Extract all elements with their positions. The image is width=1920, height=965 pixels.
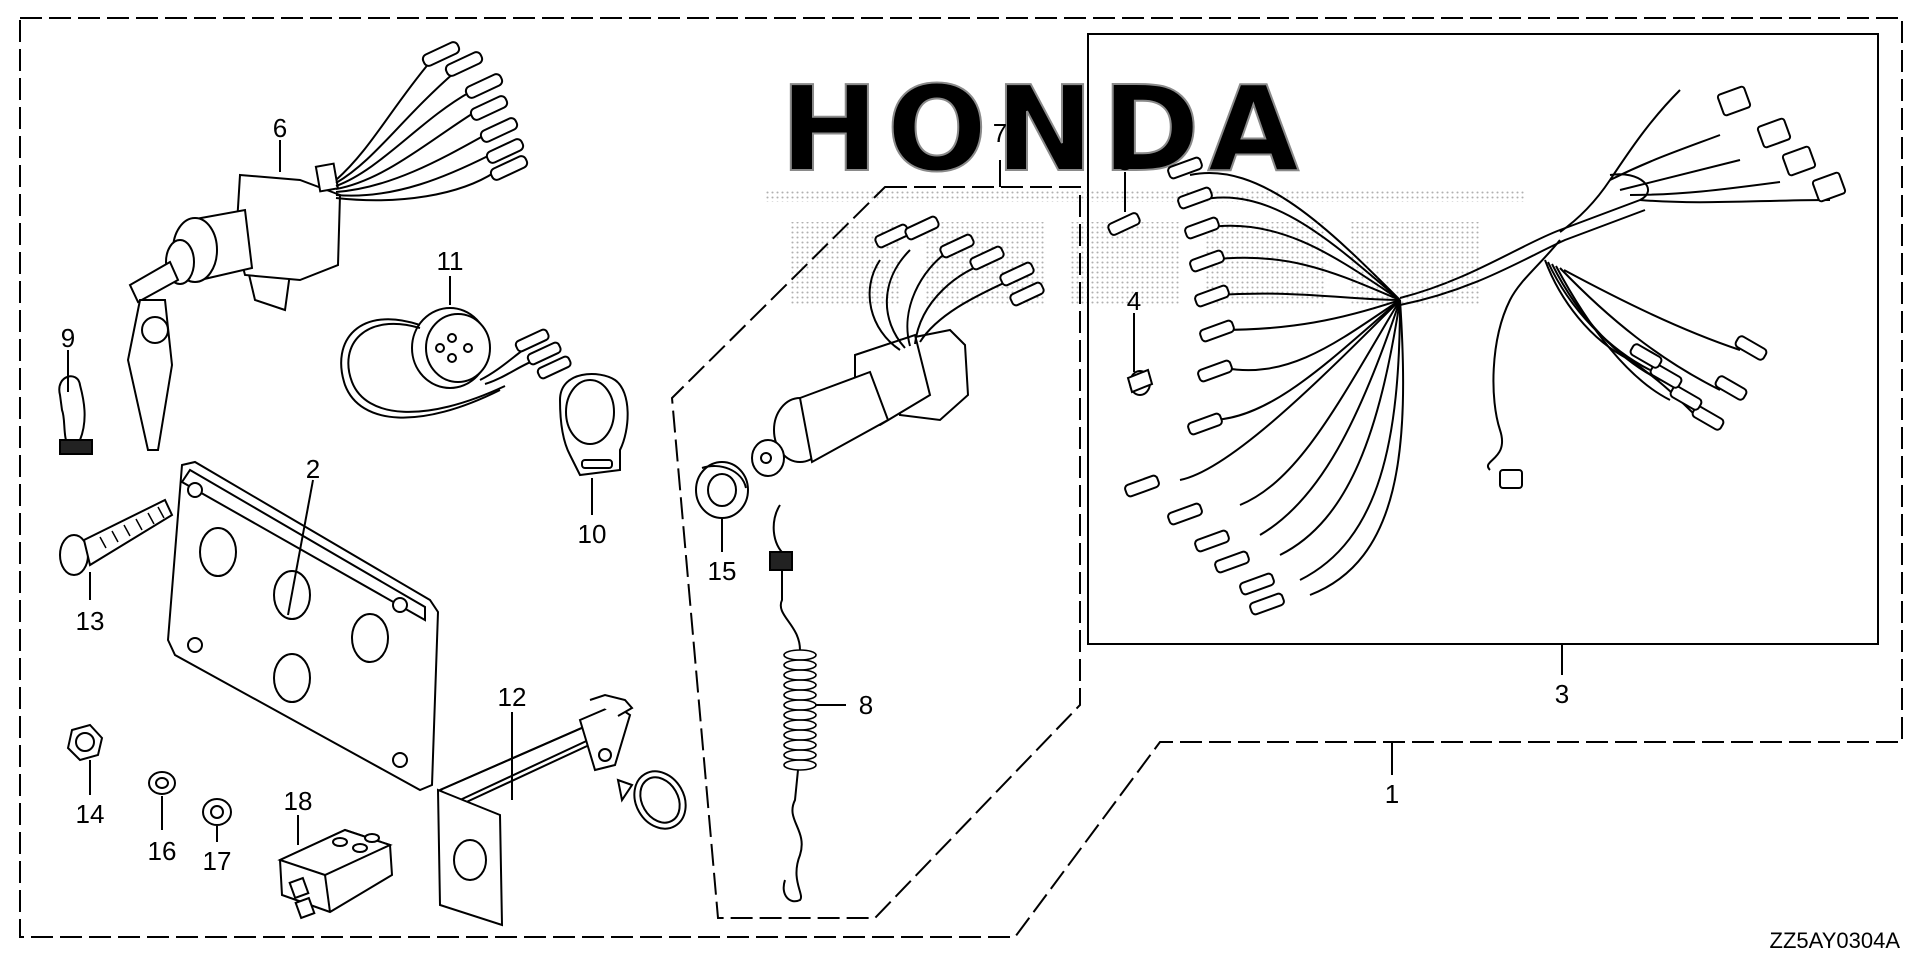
callout-3: 3 <box>1555 679 1569 709</box>
hose-clamp <box>616 770 687 830</box>
bracket-12 <box>436 693 634 927</box>
callout-labels: 1 2 3 4 5 6 7 8 9 10 11 12 13 14 15 16 1… <box>61 113 1569 876</box>
callout-14: 14 <box>76 799 105 829</box>
drawing-code: ZZ5AY0304A <box>1770 928 1901 953</box>
stop-switch-7 <box>751 215 1045 477</box>
clamp-10 <box>558 373 629 477</box>
nut-15 <box>695 461 749 519</box>
callout-13: 13 <box>76 606 105 636</box>
washer-17 <box>202 798 232 826</box>
callout-16: 16 <box>148 836 177 866</box>
callout-9: 9 <box>61 323 75 353</box>
cap-4 <box>1126 368 1154 396</box>
terminal-5 <box>1107 212 1141 236</box>
callout-11: 11 <box>437 246 464 276</box>
callout-5: 5 <box>1118 146 1132 176</box>
callout-10: 10 <box>578 519 607 549</box>
callout-1: 1 <box>1385 779 1399 809</box>
callout-17: 17 <box>203 846 232 876</box>
honda-watermark: HONDA <box>765 59 1525 304</box>
connector-18 <box>277 828 394 920</box>
assembly-boundary <box>19 17 1903 938</box>
callout-12: 12 <box>498 682 527 712</box>
screw-13 <box>59 498 174 576</box>
ignition-switch <box>126 41 529 451</box>
subassembly-7-boundary <box>670 186 1081 919</box>
clip-9 <box>58 375 93 455</box>
connector-11 <box>340 307 572 419</box>
mounting-plate <box>166 460 440 792</box>
callout-7: 7 <box>993 118 1007 148</box>
lanyard-8 <box>769 504 817 903</box>
watermark-text: HONDA <box>780 60 1307 198</box>
callout-2: 2 <box>306 454 320 484</box>
nut-14 <box>66 723 104 762</box>
callout-18: 18 <box>284 786 313 816</box>
wiring-harness <box>1124 85 1847 616</box>
callout-15: 15 <box>708 556 737 586</box>
callout-4: 4 <box>1127 286 1141 316</box>
harness-box <box>1087 33 1879 645</box>
washer-16 <box>148 771 176 795</box>
leader-lines <box>67 140 1563 845</box>
callout-8: 8 <box>859 690 873 720</box>
callout-6: 6 <box>273 113 287 143</box>
